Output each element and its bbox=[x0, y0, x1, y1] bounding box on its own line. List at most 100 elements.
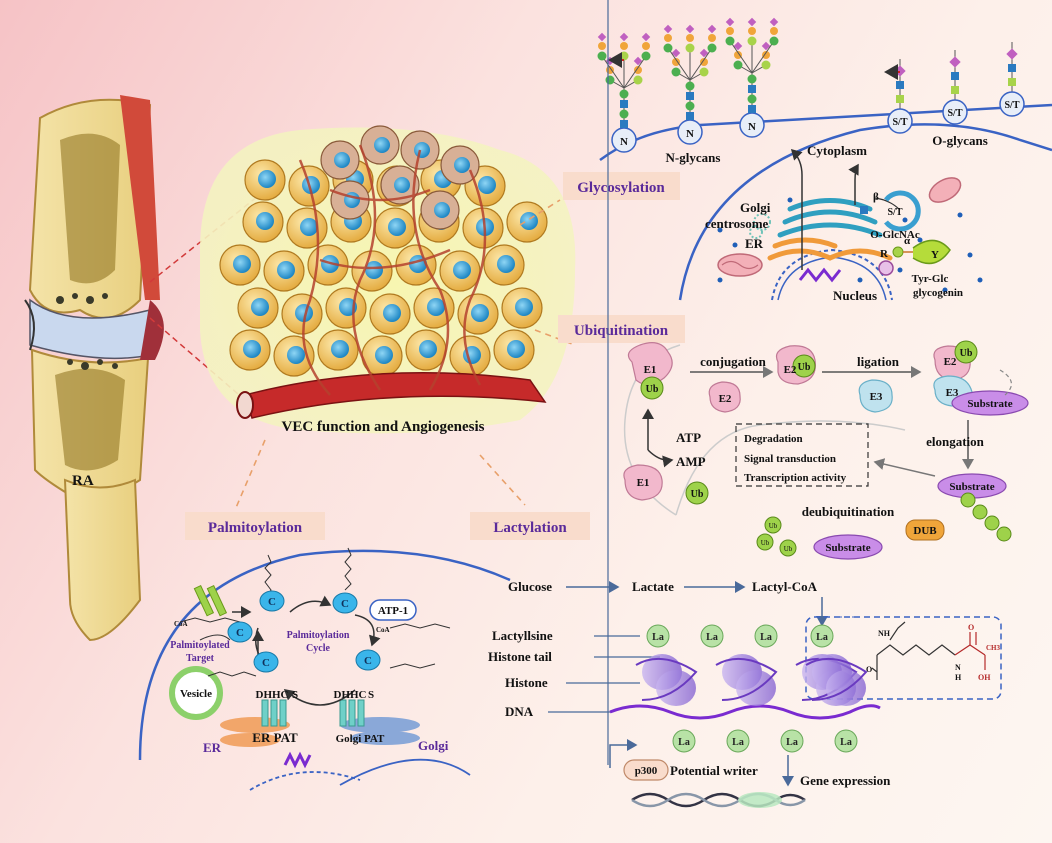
vec-cell-nucleus bbox=[375, 346, 393, 364]
dna-strand bbox=[609, 704, 881, 720]
glycan-branch-0 bbox=[597, 51, 607, 61]
n-glycan-2-circle bbox=[747, 94, 757, 104]
deubiquitination-label: deubiquitination bbox=[802, 504, 895, 519]
vesicle-label: Vesicle bbox=[180, 688, 212, 700]
c-marker bbox=[332, 592, 358, 614]
galactose bbox=[726, 27, 734, 35]
lactyl-lysine-label: La bbox=[732, 737, 744, 748]
svg-text:p300: p300 bbox=[635, 765, 658, 777]
glycan-branch-1 bbox=[663, 43, 673, 53]
c-marker bbox=[253, 651, 279, 673]
palmitoylation-cell bbox=[138, 547, 511, 791]
svg-text:β: β bbox=[873, 191, 879, 203]
galactose bbox=[748, 27, 756, 35]
galactose bbox=[708, 34, 716, 42]
tyr-glc-detail: Y α R Tyr-Glc glycogenin bbox=[880, 235, 963, 299]
o-glycan-glcnac bbox=[896, 81, 904, 89]
dna-label: DNA bbox=[505, 704, 534, 719]
n-glycan-1-square bbox=[686, 92, 694, 100]
lactyl-lysine-label: La bbox=[678, 737, 690, 748]
free-ubiquitin bbox=[764, 516, 782, 534]
lactate-label: Lactate bbox=[632, 579, 674, 594]
nucleus-label: Nucleus bbox=[833, 288, 877, 303]
s-label-2: S bbox=[368, 689, 374, 701]
s-label-1: S bbox=[292, 689, 298, 701]
e2-label: E2 bbox=[784, 364, 797, 376]
nucleosomes bbox=[635, 654, 868, 706]
free-ubiquitin-label: Ub bbox=[761, 539, 770, 547]
centrosome-label: centrosome bbox=[705, 216, 769, 231]
lactyl-lysine-label: La bbox=[816, 632, 828, 643]
coa-label-1: CoA bbox=[174, 620, 188, 628]
lactyl-lysine-label: La bbox=[840, 737, 852, 748]
vec-cell-nucleus bbox=[277, 261, 295, 279]
vec-cell-nucleus bbox=[419, 340, 437, 358]
golgi-pat-label: Golgi PAT bbox=[336, 733, 385, 745]
vec-cell-nucleus bbox=[427, 298, 445, 316]
polyubiquitin-chain bbox=[984, 515, 1000, 531]
glycan-branch-2 bbox=[769, 36, 779, 46]
vec-cell-cluster bbox=[200, 125, 576, 434]
histone-octamer bbox=[656, 670, 696, 706]
galactose bbox=[686, 34, 694, 42]
glycan-branch-2 bbox=[725, 36, 735, 46]
lactyl-lysine bbox=[780, 729, 804, 753]
histone-octamer bbox=[736, 670, 776, 706]
sialic-acid bbox=[641, 32, 651, 42]
glycan-branch-1 bbox=[699, 67, 709, 77]
angiogenic-cell-nucleus bbox=[454, 157, 470, 173]
ch3-label: CH3 bbox=[986, 644, 1001, 652]
angiogenic-cell-nucleus bbox=[334, 152, 350, 168]
svg-text:S/T: S/T bbox=[1004, 100, 1019, 111]
free-ubiquitin-label: Ub bbox=[784, 545, 793, 553]
cytoplasm-label: Cytoplasm bbox=[807, 143, 867, 158]
svg-text:Y: Y bbox=[931, 249, 939, 261]
vec-cell-nucleus bbox=[383, 304, 401, 322]
n-glycan-0-square bbox=[620, 120, 628, 128]
vec-cell-nucleus bbox=[478, 176, 496, 194]
vec-cell-nucleus bbox=[300, 218, 318, 236]
outcome-degradation: Degradation bbox=[744, 433, 803, 445]
vec-cell-nucleus bbox=[251, 298, 269, 316]
n-glycan-1-circle bbox=[685, 81, 695, 91]
sialic-acid bbox=[747, 17, 757, 27]
c-marker bbox=[227, 621, 253, 643]
glycan-branch-0 bbox=[605, 75, 615, 85]
polyubiquitin-chain bbox=[960, 492, 976, 508]
free-ubiquitin-label: Ub bbox=[769, 522, 778, 530]
ubiquitin bbox=[640, 376, 664, 400]
angiogenic-cell-nucleus bbox=[394, 177, 410, 193]
glycosylation-title: Glycosylation bbox=[563, 172, 680, 200]
galactose bbox=[672, 58, 680, 66]
glycan-branch-0 bbox=[633, 75, 643, 85]
sialic-acid bbox=[725, 17, 735, 27]
vec-cell-nucleus bbox=[453, 261, 471, 279]
glycan-branch-2 bbox=[747, 36, 757, 46]
galactose bbox=[598, 42, 606, 50]
angiogenic-cell-nucleus bbox=[414, 142, 430, 158]
n-glycan-0-circle bbox=[619, 109, 629, 119]
e2-complex-label: E2 bbox=[944, 356, 957, 368]
palmitoylation-title: Palmitoylation bbox=[185, 512, 325, 540]
c-marker-label: C bbox=[236, 627, 244, 639]
glucose-label: Glucose bbox=[508, 579, 552, 594]
galactose bbox=[620, 42, 628, 50]
lactylation-title: Lactylation bbox=[470, 512, 590, 540]
vec-cell-nucleus bbox=[256, 212, 274, 230]
lactyl-lysine-label: La bbox=[706, 632, 718, 643]
n-glycan-0-square bbox=[620, 100, 628, 108]
svg-text:N: N bbox=[686, 128, 694, 140]
outcome-signal-transduction: Signal transduction bbox=[744, 453, 836, 465]
c-marker bbox=[259, 590, 285, 612]
glycan-branch-0 bbox=[641, 51, 651, 61]
lactyl-lysine bbox=[700, 624, 724, 648]
n-chem-label: N bbox=[955, 663, 961, 672]
ubiquitination-panel bbox=[623, 342, 1029, 560]
angiogenic-cell-nucleus bbox=[434, 202, 450, 218]
lactyl-lysine bbox=[672, 729, 696, 753]
vec-cell-nucleus bbox=[287, 346, 305, 364]
o-glycan-glcnac bbox=[1008, 64, 1016, 72]
p300-tag: p300 bbox=[623, 759, 669, 781]
glycan-branch-1 bbox=[707, 43, 717, 53]
c-marker bbox=[355, 649, 381, 671]
